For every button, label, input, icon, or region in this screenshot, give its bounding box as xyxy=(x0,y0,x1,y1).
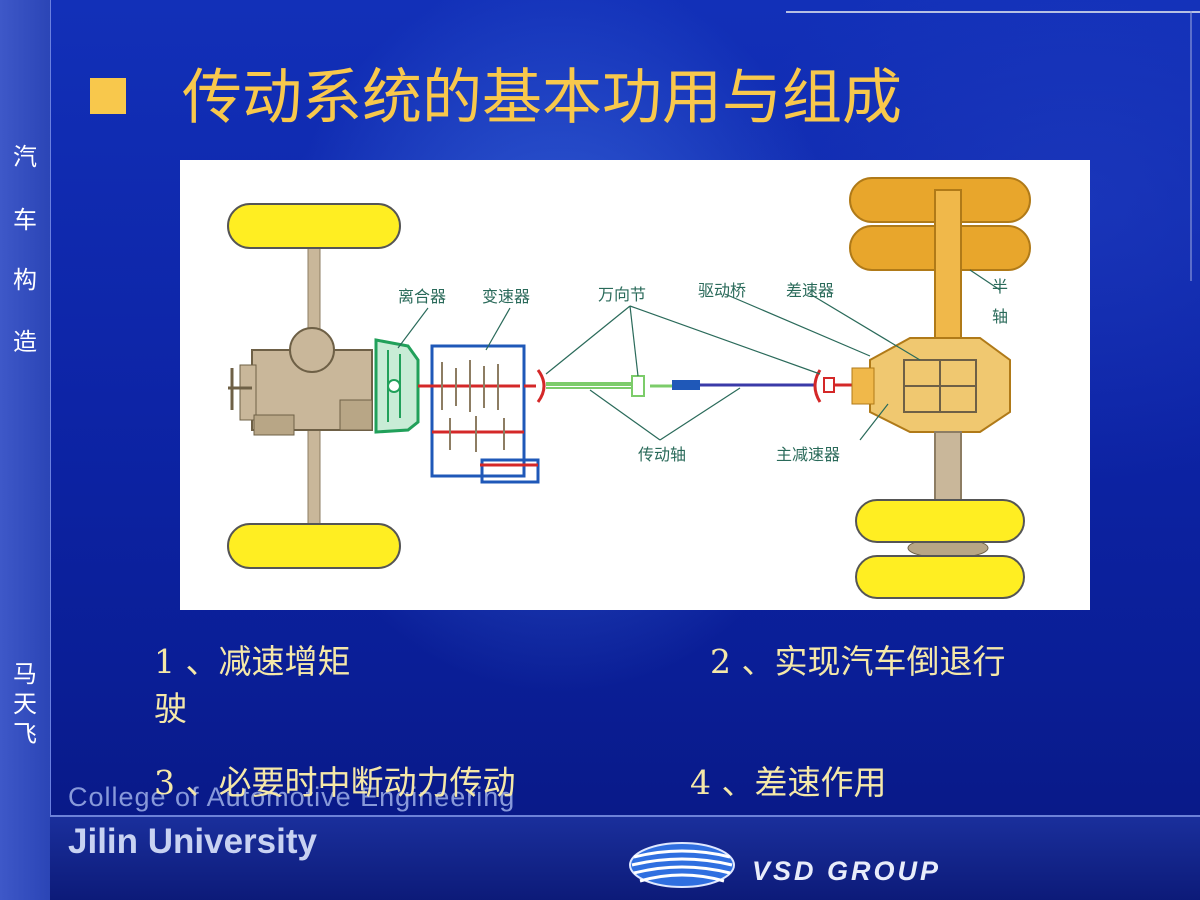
sidebar-author-char: 飞 xyxy=(13,720,37,748)
label-drive-shaft: 传动轴 xyxy=(638,445,686,464)
point-1: 1 、减速增矩 xyxy=(154,642,351,681)
label-main-reducer: 主减速器 xyxy=(776,445,840,464)
vsd-logo-icon xyxy=(629,842,735,888)
label-half-shaft: 半 xyxy=(992,277,1008,296)
point-2: 2 、实现汽车倒退行 xyxy=(710,642,1006,681)
leader-lines xyxy=(397,269,1001,441)
label-half-shaft: 轴 xyxy=(992,307,1008,326)
college-name: College of Automotive Engineering xyxy=(68,782,516,812)
point-2-continued: 驶 xyxy=(154,689,187,728)
brand-name: VSD GROUP xyxy=(752,856,942,886)
title-bullet xyxy=(90,78,126,114)
front-right-tire xyxy=(227,523,401,569)
engine xyxy=(228,327,373,436)
sidebar-course-char: 汽 xyxy=(13,143,37,171)
point-3: 3 、必要时中断动力传动 xyxy=(154,763,516,802)
decorative-line xyxy=(1190,11,1192,281)
label-universal-joint: 万向节 xyxy=(598,285,646,304)
drivetrain-diagram: 离合器 变速器 万向节 驱动桥 差速器 半 轴 传动轴 主减速器 xyxy=(180,160,1090,610)
label-gearbox: 变速器 xyxy=(482,287,530,306)
sidebar-course-char: 构 xyxy=(13,266,37,294)
sidebar-course-char: 车 xyxy=(13,206,37,234)
label-drive-axle: 驱动桥 xyxy=(698,281,746,300)
sidebar-author-char: 马 xyxy=(13,660,37,688)
label-differential: 差速器 xyxy=(786,281,834,300)
sidebar-author-char: 天 xyxy=(13,690,37,718)
rear-axle xyxy=(849,177,1031,599)
sidebar: 汽 车 构 造 马 天 飞 xyxy=(0,0,51,900)
drivetrain-illustration: 离合器 变速器 万向节 驱动桥 差速器 半 轴 传动轴 主减速器 xyxy=(227,177,1031,599)
sidebar-course-char: 造 xyxy=(13,328,37,356)
slide-title: 传动系统的基本功用与组成 xyxy=(182,63,902,133)
gearbox xyxy=(418,344,540,484)
drive-shaft xyxy=(524,369,870,403)
label-clutch: 离合器 xyxy=(398,287,446,306)
university-name: Jilin University xyxy=(68,822,317,861)
point-4: 4 、差速作用 xyxy=(690,763,887,802)
footer-band xyxy=(50,815,1200,900)
decorative-line xyxy=(786,11,1200,13)
clutch xyxy=(374,338,420,434)
front-left-tire xyxy=(227,203,401,249)
diagram-labels: 离合器 变速器 万向节 驱动桥 差速器 半 轴 传动轴 主减速器 xyxy=(398,277,1008,464)
